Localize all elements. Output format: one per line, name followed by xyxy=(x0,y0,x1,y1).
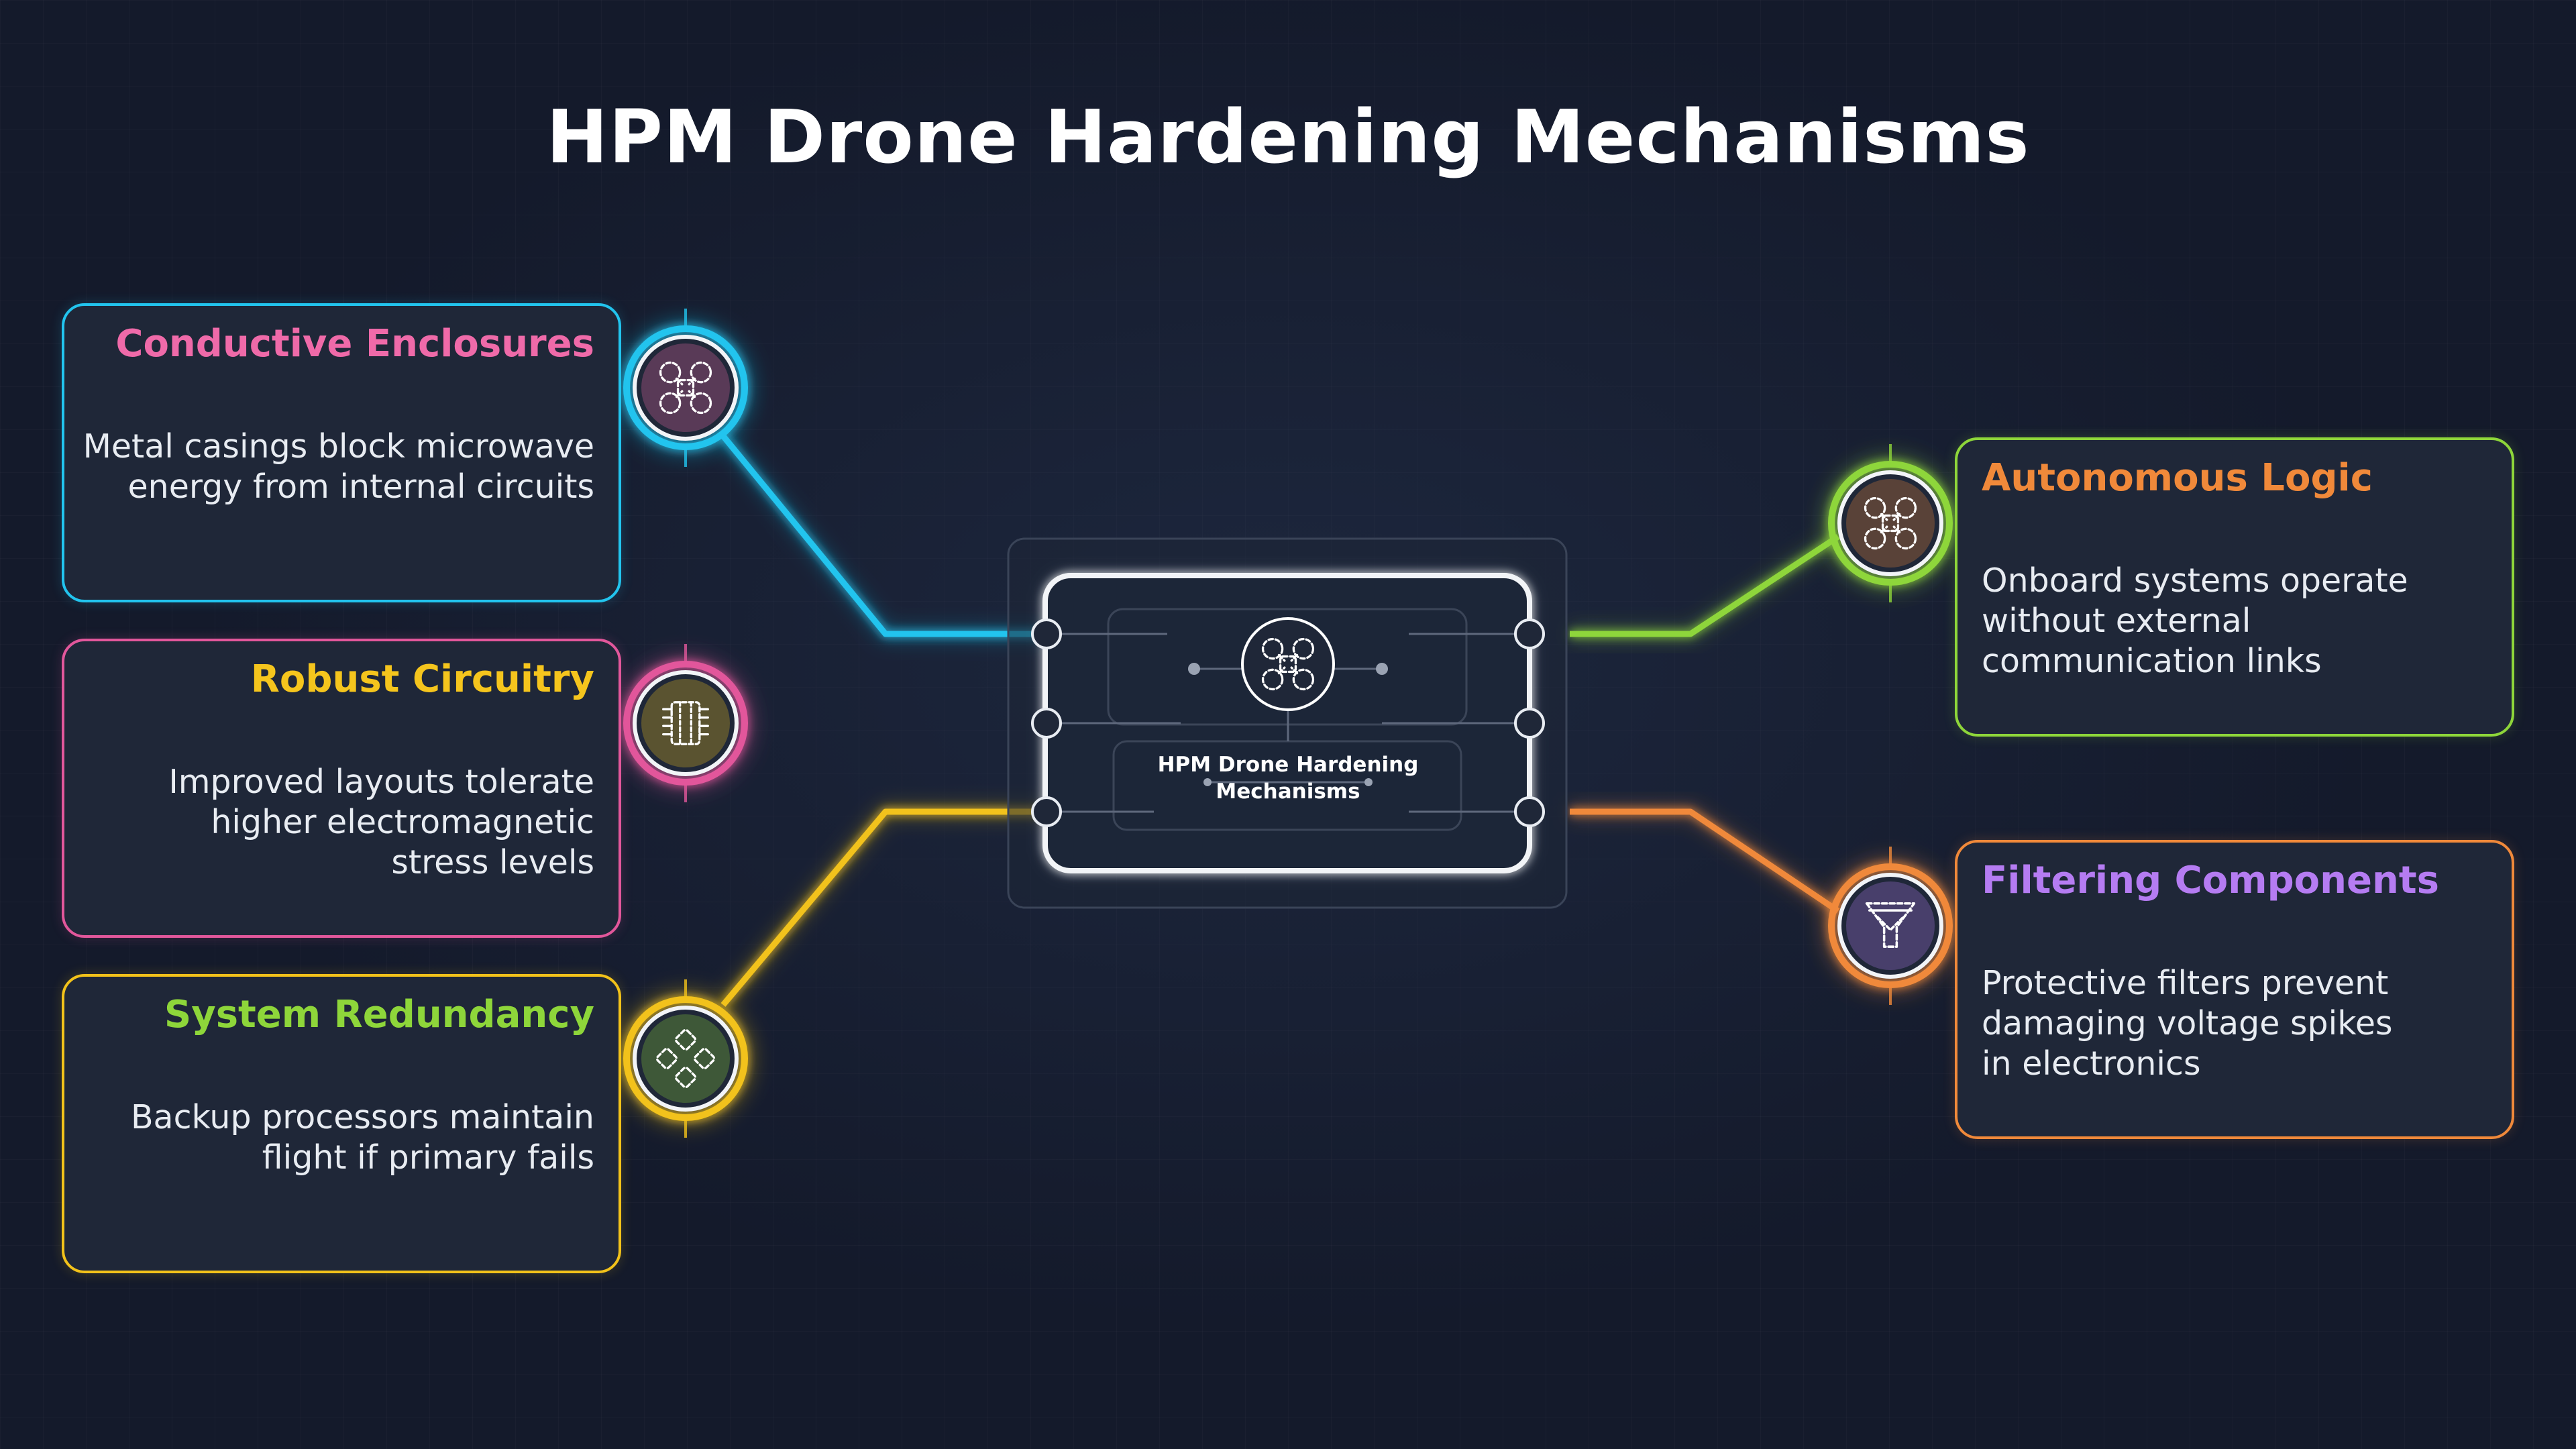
description-line: energy from internal circuits xyxy=(127,468,594,506)
card-title: Conductive Enclosures xyxy=(115,322,594,366)
description-line: without external xyxy=(1982,602,2251,640)
wire-system-redundancy xyxy=(717,804,1046,1010)
wire-conductive-enclosures xyxy=(717,431,1046,641)
node-conductive-enclosures xyxy=(616,309,755,467)
node-filtering-components xyxy=(1821,847,1960,1005)
description-line: Onboard systems operate xyxy=(1982,561,2408,600)
central-hub xyxy=(1007,537,1568,909)
description-line: higher electromagnetic xyxy=(211,803,594,841)
hub-drone-icon xyxy=(1241,617,1335,711)
card-title: Autonomous Logic xyxy=(1982,456,2373,500)
description-line: flight if primary fails xyxy=(262,1138,594,1177)
description-line: Improved layouts tolerate xyxy=(168,763,594,801)
node-system-redundancy xyxy=(616,979,755,1138)
description-line: damaging voltage spikes xyxy=(1982,1004,2393,1042)
card-title: System Redundancy xyxy=(164,993,594,1036)
page-title: HPM Drone Hardening Mechanisms xyxy=(546,94,2030,180)
wire-autonomous-logic xyxy=(1570,530,1843,641)
description-line: in electronics xyxy=(1982,1044,2201,1083)
description-line: Metal casings block microwave xyxy=(83,427,594,466)
node-robust-circuitry xyxy=(616,644,755,802)
card-title: Filtering Components xyxy=(1982,859,2439,902)
hub-title-line: Mechanisms xyxy=(1216,780,1360,804)
description-line: Protective filters prevent xyxy=(1982,964,2389,1002)
description-line: Backup processors maintain xyxy=(130,1098,594,1136)
description-line: communication links xyxy=(1982,642,2322,680)
card-title: Robust Circuitry xyxy=(250,657,594,701)
node-autonomous-logic xyxy=(1821,444,1960,602)
wire-filtering-components xyxy=(1570,804,1843,918)
description-line: stress levels xyxy=(391,843,594,881)
hub-title-line: HPM Drone Hardening xyxy=(1157,753,1419,777)
